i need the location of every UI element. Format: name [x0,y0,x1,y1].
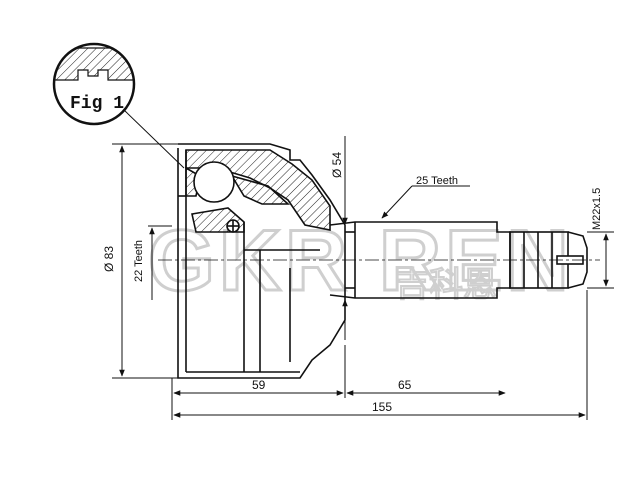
shaft-length-label: 65 [398,378,412,392]
dimension-lines [112,136,614,420]
outer-diameter-label: Ø 83 [102,246,116,272]
inner-teeth-label: 22 Teeth [133,240,145,282]
thread-label: M22x1.5 [591,188,603,230]
joint-housing [177,143,346,379]
fig-detail-circle: Fig 1 [52,42,185,169]
fig-label: Fig 1 [70,94,124,114]
neck-diameter-label: Ø 54 [330,152,344,178]
outer-teeth-label: 25 Teeth [416,175,458,187]
housing-length-label: 59 [252,378,266,392]
total-length-label: 155 [372,400,392,414]
watermark-subtitle: 吉科恩 [395,265,497,305]
